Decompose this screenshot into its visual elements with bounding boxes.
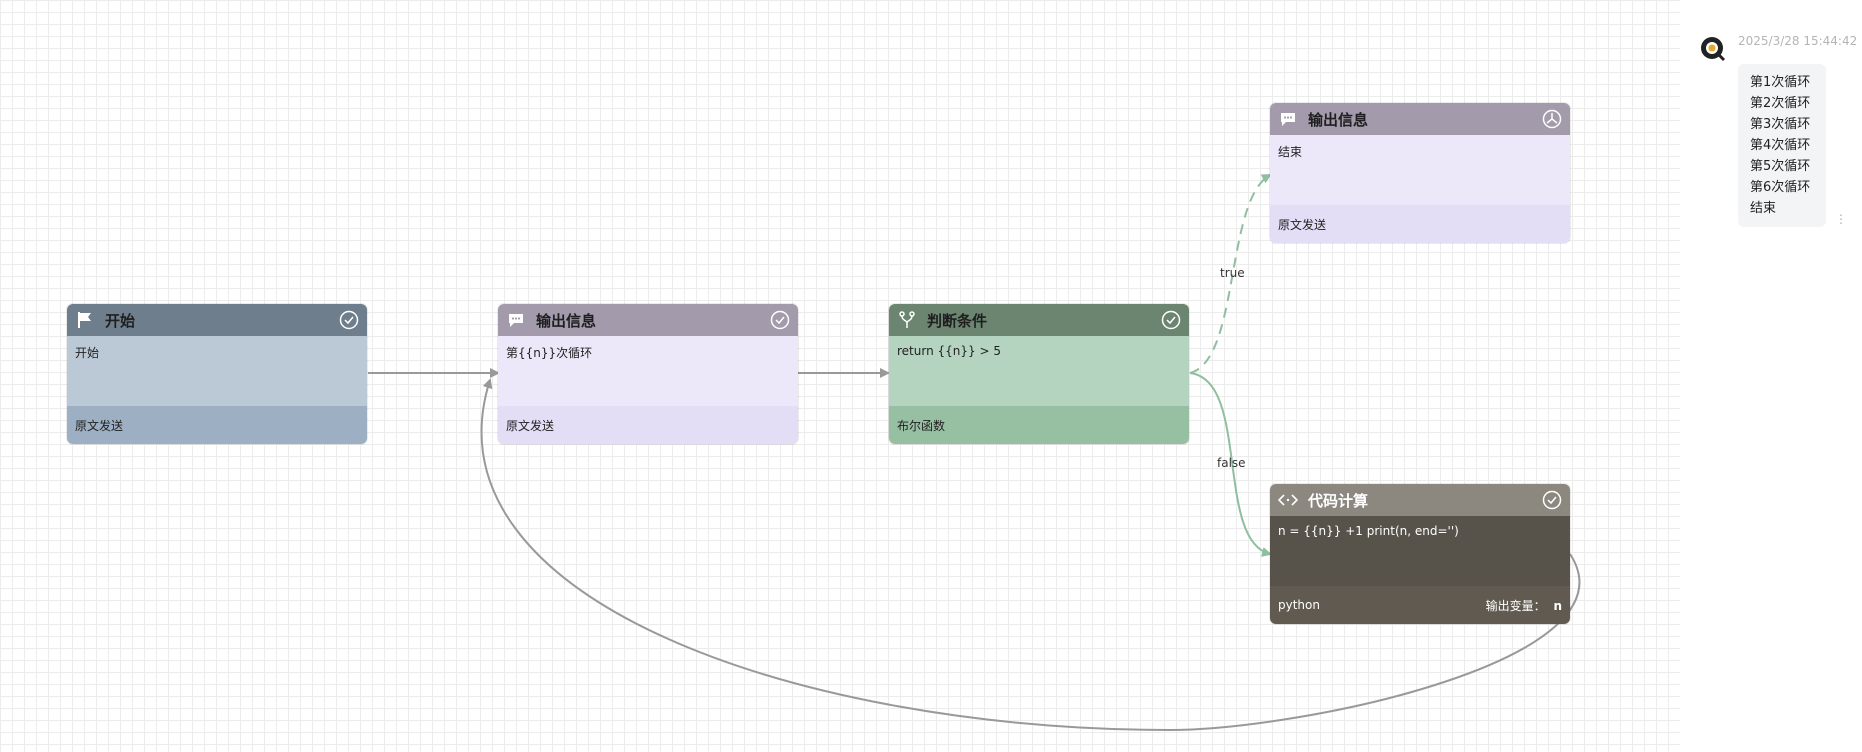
message-timestamp: 2025/3/28 15:44:42 [1738,34,1858,48]
node-header: 判断条件 [889,304,1189,336]
node-start[interactable]: 开始 开始 原文发送 [67,304,367,444]
node-header: 代码计算 [1270,484,1570,516]
node-body: 结束 [1270,135,1570,205]
node-title: 开始 [105,311,136,330]
node-footer: python 输出变量： n [1270,586,1570,624]
edge-loop-back[interactable] [480,378,1581,732]
edges-layer [368,174,1581,732]
node-footer-label: 原文发送 [75,418,124,433]
node-footer-label: 布尔函数 [897,418,946,433]
message-line: 第3次循环 [1750,117,1811,132]
node-footer: 布尔函数 [889,406,1189,444]
bot-avatar-icon [1701,37,1726,62]
message-line: 第2次循环 [1750,96,1811,111]
chat-icon [1278,109,1298,129]
node-body: return {{n}} > 5 [889,336,1189,406]
output-variable-label: 输出变量： [1485,598,1546,613]
node-footer: 原文发送 [498,406,798,444]
node-title: 输出信息 [536,311,597,330]
node-body: 开始 [67,336,367,406]
node-code[interactable]: 代码计算 n = {{n}} +1 print(n, end='') pytho… [1270,484,1570,624]
message-line: 第4次循环 [1750,138,1811,153]
node-condition[interactable]: 判断条件 return {{n}} > 5 布尔函数 [889,304,1189,444]
node-output-loop[interactable]: 输出信息 第{{n}}次循环 原文发送 [498,304,798,444]
edge-label-false: false [1217,456,1246,470]
node-body: n = {{n}} +1 print(n, end='') [1270,516,1570,586]
edge-label-true: true [1220,266,1245,280]
message-line: 结束 [1750,201,1777,216]
node-title: 输出信息 [1308,110,1369,129]
pending-circle-icon [1542,109,1562,129]
node-footer-label: python [1278,598,1320,612]
output-variable-value: n [1553,598,1562,613]
message-line: 第5次循环 [1750,159,1811,174]
node-footer-label: 原文发送 [1278,217,1327,232]
node-footer: 原文发送 [1270,205,1570,243]
node-header: 开始 [67,304,367,336]
message-line: 第6次循环 [1750,180,1811,195]
more-vertical-icon[interactable]: ⋮ [1835,212,1847,226]
check-circle-icon [770,310,790,330]
code-icon [1278,490,1298,510]
message-bubble[interactable]: 第1次循环 第2次循环 第3次循环 第4次循环 第5次循环 第6次循环 结束 [1738,64,1826,227]
check-circle-icon [1542,490,1562,510]
node-title: 判断条件 [927,311,988,330]
branch-icon [897,310,917,330]
node-footer: 原文发送 [67,406,367,444]
node-header: 输出信息 [1270,103,1570,135]
message-line: 第1次循环 [1750,75,1811,90]
chat-icon [506,310,526,330]
output-variable: 输出变量： n [1486,597,1562,614]
node-output-end[interactable]: 输出信息 结束 原文发送 [1270,103,1570,243]
check-circle-icon [339,310,359,330]
check-circle-icon [1161,310,1181,330]
edge-true[interactable] [1189,174,1272,374]
flow-canvas[interactable]: true false 开始 开始 原文发送 输出信息 第{{n}}次循环 原文发… [0,0,1680,752]
chat-panel: 2025/3/28 15:44:42 第1次循环 第2次循环 第3次循环 第4次… [1680,0,1862,752]
node-title: 代码计算 [1308,491,1369,510]
edge-false[interactable] [1189,372,1272,557]
node-footer-label: 原文发送 [506,418,555,433]
flag-icon [75,310,95,330]
node-header: 输出信息 [498,304,798,336]
node-body: 第{{n}}次循环 [498,336,798,406]
